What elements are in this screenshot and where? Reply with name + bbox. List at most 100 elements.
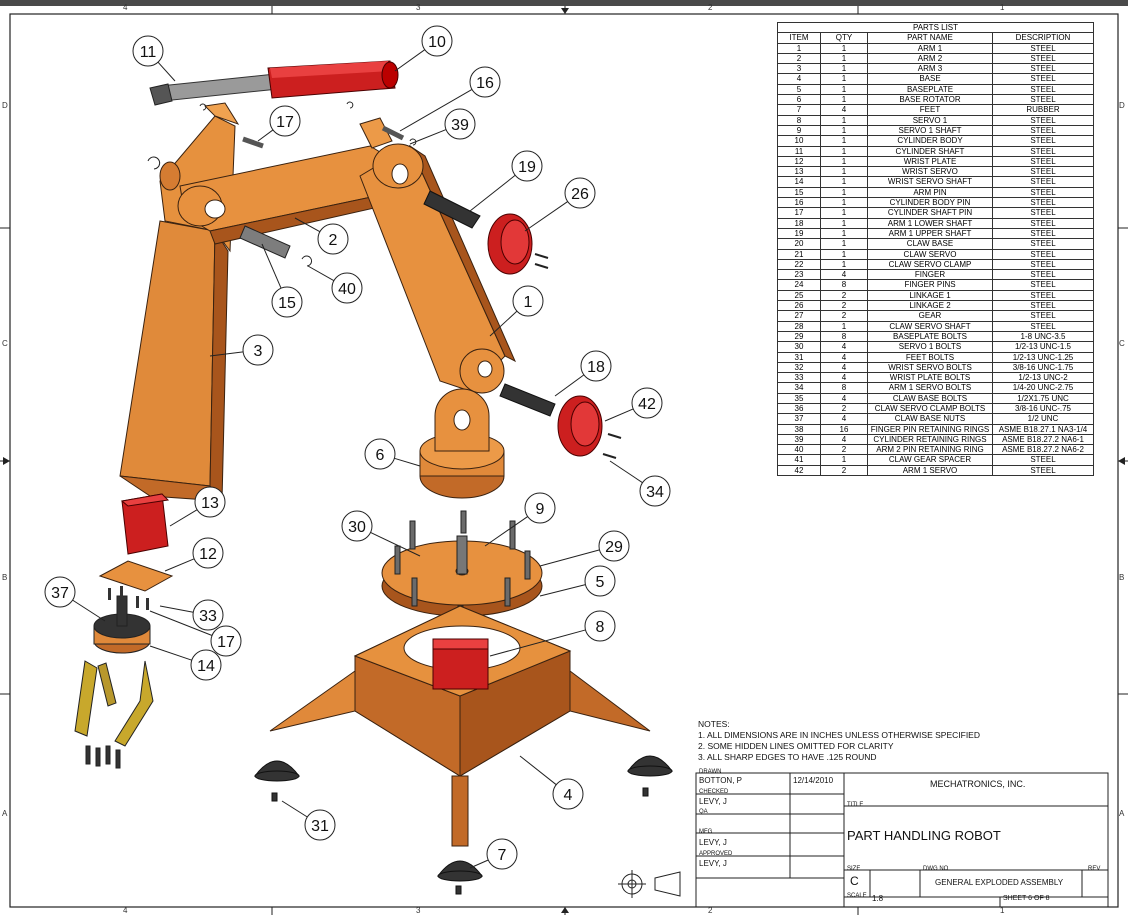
parts-list-cell: 1 [820, 73, 868, 85]
claw-assembly [74, 595, 154, 769]
balloon-circle [132, 35, 164, 67]
balloon-leader [469, 174, 516, 212]
balloon-leader [281, 800, 308, 818]
balloon-number: 30 [348, 519, 366, 536]
parts-list-cell: 42 [777, 464, 821, 477]
parts-list-cell: WRIST PLATE BOLTS [867, 372, 993, 384]
parts-list-cell: 1 [820, 63, 868, 75]
parts-list-cell: 1/4-20 UNC-2.75 [992, 382, 1094, 394]
qa-label: QA [699, 809, 708, 815]
balloon-number: 18 [587, 359, 605, 376]
balloon-leader [149, 645, 192, 661]
balloon-number: 19 [518, 159, 536, 176]
parts-list-cell: 7 [777, 104, 821, 116]
arm-pin-15-part [239, 225, 291, 259]
parts-list-cell: 10 [777, 135, 821, 147]
balloon-leader [554, 374, 585, 397]
balloon-leader [149, 610, 213, 636]
exploded-assembly-drawing: 1110161739192621540131842634930295131237… [0, 6, 1128, 915]
sheet-number: SHEET 6 OF 8 [1003, 895, 1050, 902]
parts-list-cell: 19 [777, 227, 821, 240]
balloon-leader [489, 310, 518, 337]
parts-list-cell: 30 [777, 341, 821, 353]
parts-list-cell: 1 [820, 258, 868, 271]
balloon-leader [169, 509, 198, 527]
balloon-leader [164, 558, 195, 572]
zone-bottom-3: 3 [416, 906, 421, 915]
projection-symbol [618, 870, 681, 898]
parts-list-cell: 27 [777, 310, 821, 322]
item-balloon: 34 [609, 460, 671, 507]
item-balloon: 31 [281, 800, 336, 841]
parts-list-header: PART NAME [867, 32, 993, 44]
balloon-number: 29 [605, 539, 623, 556]
item-balloon: 14 [149, 645, 222, 681]
parts-list-cell: 11 [777, 145, 821, 157]
parts-list-cell: 25 [777, 289, 821, 302]
item-balloon: 3 [209, 334, 274, 366]
parts-list-cell: 3 [777, 63, 821, 75]
parts-list-cell: WRIST SERVO BOLTS [867, 361, 993, 374]
parts-list-cell: 31 [777, 351, 821, 363]
parts-list-cell: 4 [820, 104, 868, 116]
balloon-leader [394, 457, 421, 467]
balloon-number: 2 [329, 232, 338, 249]
company-name: MECHATRONICS, INC. [930, 779, 1026, 789]
item-balloon: 17 [257, 105, 301, 142]
item-balloon: 29 [539, 530, 630, 567]
arm-1-servos [487, 213, 622, 459]
parts-list-cell: GEAR [867, 310, 993, 322]
zone-top-2: 2 [708, 3, 713, 12]
balloon-number: 14 [197, 658, 215, 675]
parts-list-cell: 1 [820, 227, 868, 240]
notes-block: NOTES: 1. ALL DIMENSIONS ARE IN INCHES U… [698, 719, 980, 763]
balloon-number: 9 [536, 501, 545, 518]
parts-list-cell: 1 [820, 166, 868, 178]
parts-list-cell: CLAW SERVO CLAMP BOLTS [867, 402, 993, 415]
size-label: SIZE [847, 866, 861, 872]
parts-list-cell: 2 [820, 310, 868, 322]
parts-list-cell: 1-8 UNC-3.5 [992, 330, 1094, 343]
balloon-leader [609, 460, 643, 484]
balloon-leader [409, 129, 447, 145]
parts-list-cell: ARM 1 SERVO BOLTS [867, 382, 993, 394]
item-balloon: 11 [132, 35, 176, 82]
parts-list-cell: STEEL [992, 248, 1094, 260]
balloon-leader [484, 516, 528, 547]
arm-1-part [359, 117, 517, 394]
balloon-circle [511, 150, 543, 182]
center-arrows [3, 8, 1125, 913]
balloon-leader [370, 531, 421, 557]
item-balloon: 18 [554, 350, 612, 397]
balloon-number: 26 [571, 186, 589, 203]
item-balloon: 42 [604, 387, 663, 422]
balloon-number: 1 [524, 294, 533, 311]
drawn-label: DRAWN [699, 769, 722, 775]
parts-list-cell: 2 [820, 464, 868, 477]
parts-list-cell: CLAW BASE NUTS [867, 413, 993, 425]
checked-by: LEVY, J [699, 797, 727, 806]
drawing-title: PART HANDLING ROBOT [847, 828, 1001, 843]
parts-list-cell: 1 [820, 83, 868, 96]
parts-list-cell: CLAW BASE [867, 238, 993, 250]
note-item: 1. ALL DIMENSIONS ARE IN INCHES UNLESS O… [698, 730, 980, 740]
parts-list-cell: 4 [820, 392, 868, 404]
balloon-circle [469, 66, 501, 98]
item-balloon: 30 [341, 510, 421, 557]
balloon-circle [210, 625, 242, 657]
parts-list-cell: FINGER PIN RETAINING RINGS [867, 423, 993, 435]
parts-list-cell: 38 [777, 423, 821, 435]
parts-list-cell: 23 [777, 269, 821, 281]
notes-heading: NOTES: [698, 719, 730, 729]
approved-label: APPROVED [699, 851, 733, 857]
parts-list-cell: 1 [820, 454, 868, 466]
parts-list-cell: 1/2-13 UNC-1.25 [992, 351, 1094, 363]
